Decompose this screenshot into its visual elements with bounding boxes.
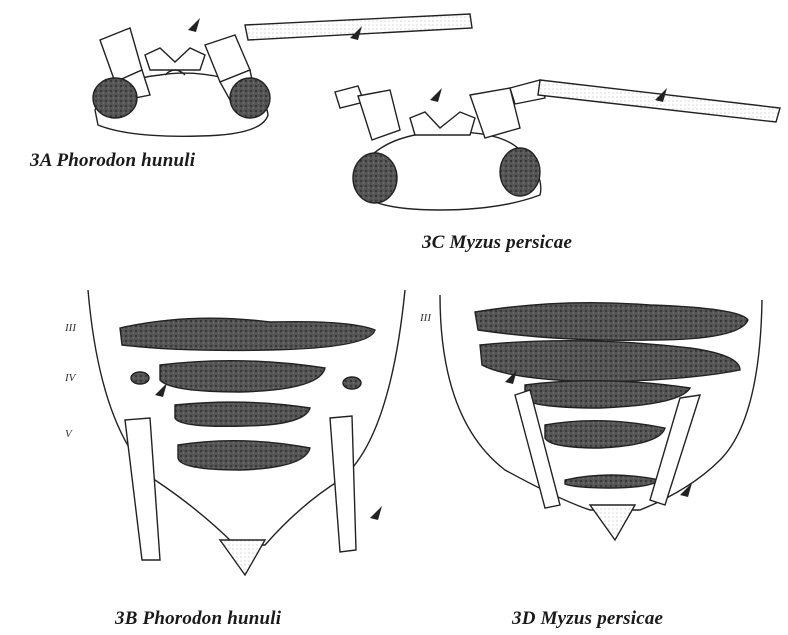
segment-label-3b-iv: IV bbox=[65, 372, 75, 384]
segment-label-3b-iii: III bbox=[65, 322, 76, 334]
caption-3c: 3C Myzus persicae bbox=[422, 232, 572, 254]
caption-3b: 3B Phorodon hunuli bbox=[115, 608, 281, 630]
segment-label-3b-v: V bbox=[65, 428, 72, 440]
abdomen-3b-drawing bbox=[88, 290, 405, 575]
head-3c-drawing bbox=[335, 80, 780, 210]
abdomen-3d-drawing bbox=[440, 295, 762, 540]
caption-3a: 3A Phorodon hunuli bbox=[30, 150, 195, 172]
caption-3d: 3D Myzus persicae bbox=[512, 608, 663, 630]
segment-label-3d-iii: III bbox=[420, 312, 431, 324]
